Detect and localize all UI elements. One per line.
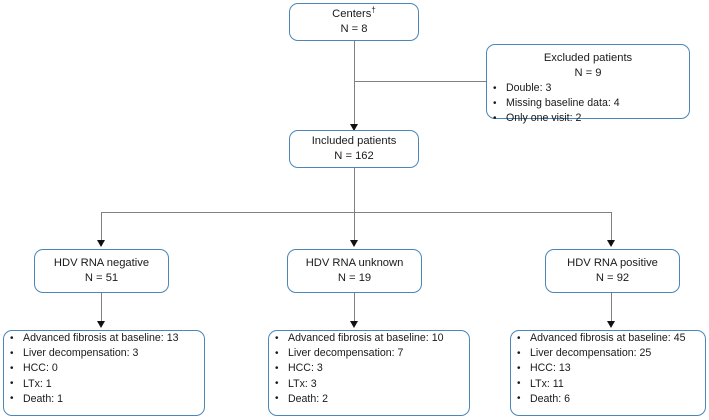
list-item: HCC: 0 xyxy=(4,361,204,376)
list-item: Liver decompensation: 3 xyxy=(4,346,204,361)
connector-included-down xyxy=(353,168,355,212)
list-item: LTx: 1 xyxy=(4,376,204,392)
centers-count: N = 8 xyxy=(340,23,368,35)
connector-right-to-outcomes xyxy=(611,293,613,326)
list-item: HCC: 3 xyxy=(269,361,469,376)
list-item: LTx: 11 xyxy=(511,376,705,392)
arrowhead-included xyxy=(349,124,358,131)
node-centers: Centers† N = 8 xyxy=(289,3,419,41)
connector-branch-middle xyxy=(353,212,355,246)
centers-footnote-marker: † xyxy=(371,5,376,15)
connector-middle-to-outcomes xyxy=(353,293,355,326)
hdv-rna-negative-title: HDV RNA negative xyxy=(53,257,150,269)
list-item: Only one visit: 2 xyxy=(487,111,689,126)
connector-branch-left xyxy=(101,212,103,246)
arrowhead-middle-outcomes xyxy=(349,321,358,328)
list-item: HCC: 13 xyxy=(511,361,705,376)
node-hdv-rna-unknown: HDV RNA unknown N = 19 xyxy=(287,249,422,293)
arrowhead-branch-middle xyxy=(349,240,358,247)
list-item: Death: 1 xyxy=(4,391,204,407)
arrowhead-left-outcomes xyxy=(97,321,105,328)
outcomes-list-negative: Advanced fibrosis at baseline: 13 Liver … xyxy=(4,330,204,407)
list-item: LTx: 3 xyxy=(269,376,469,392)
hdv-rna-unknown-title: HDV RNA unknown xyxy=(305,257,404,269)
node-outcomes-hdv-rna-positive: Advanced fibrosis at baseline: 45 Liver … xyxy=(510,330,706,416)
connector-centers-to-included xyxy=(353,40,355,130)
node-outcomes-hdv-rna-negative: Advanced fibrosis at baseline: 13 Liver … xyxy=(3,330,205,416)
excluded-title: Excluded patients xyxy=(543,52,633,64)
list-item: Missing baseline data: 4 xyxy=(487,96,689,111)
arrowhead-branch-left xyxy=(97,240,105,247)
excluded-reasons-list: Double: 3 Missing baseline data: 4 Only … xyxy=(487,80,689,127)
node-included-patients: Included patients N = 162 xyxy=(289,130,419,168)
node-hdv-rna-negative: HDV RNA negative N = 51 xyxy=(34,249,169,293)
node-excluded-patients: Excluded patients N = 9 Double: 3 Missin… xyxy=(486,44,690,126)
node-hdv-rna-positive: HDV RNA positive N = 92 xyxy=(545,249,680,293)
included-count: N = 162 xyxy=(334,150,374,162)
arrowhead-right-outcomes xyxy=(607,321,615,328)
hdv-rna-positive-count: N = 92 xyxy=(595,272,630,284)
excluded-count: N = 9 xyxy=(574,67,602,79)
centers-title: Centers† xyxy=(332,5,376,20)
outcomes-list-unknown: Advanced fibrosis at baseline: 10 Liver … xyxy=(269,330,469,407)
connector-branch-bar xyxy=(101,211,612,213)
connector-branch-right xyxy=(611,212,613,246)
node-outcomes-hdv-rna-unknown: Advanced fibrosis at baseline: 10 Liver … xyxy=(268,330,470,416)
connector-to-excluded xyxy=(354,80,486,82)
included-title: Included patients xyxy=(311,135,397,147)
hdv-rna-negative-count: N = 51 xyxy=(84,272,119,284)
hdv-rna-unknown-count: N = 19 xyxy=(337,272,372,284)
hdv-rna-positive-title: HDV RNA positive xyxy=(567,257,658,269)
list-item: Double: 3 xyxy=(487,80,689,96)
list-item: Advanced fibrosis at baseline: 10 xyxy=(269,330,469,346)
list-item: Liver decompensation: 25 xyxy=(511,346,705,361)
list-item: Advanced fibrosis at baseline: 45 xyxy=(511,330,705,346)
list-item: Liver decompensation: 7 xyxy=(269,346,469,361)
list-item: Death: 6 xyxy=(511,391,705,407)
outcomes-list-positive: Advanced fibrosis at baseline: 45 Liver … xyxy=(511,330,705,407)
arrowhead-branch-right xyxy=(607,240,615,247)
list-item: Death: 2 xyxy=(269,391,469,407)
connector-left-to-outcomes xyxy=(101,293,103,326)
list-item: Advanced fibrosis at baseline: 13 xyxy=(4,330,204,346)
